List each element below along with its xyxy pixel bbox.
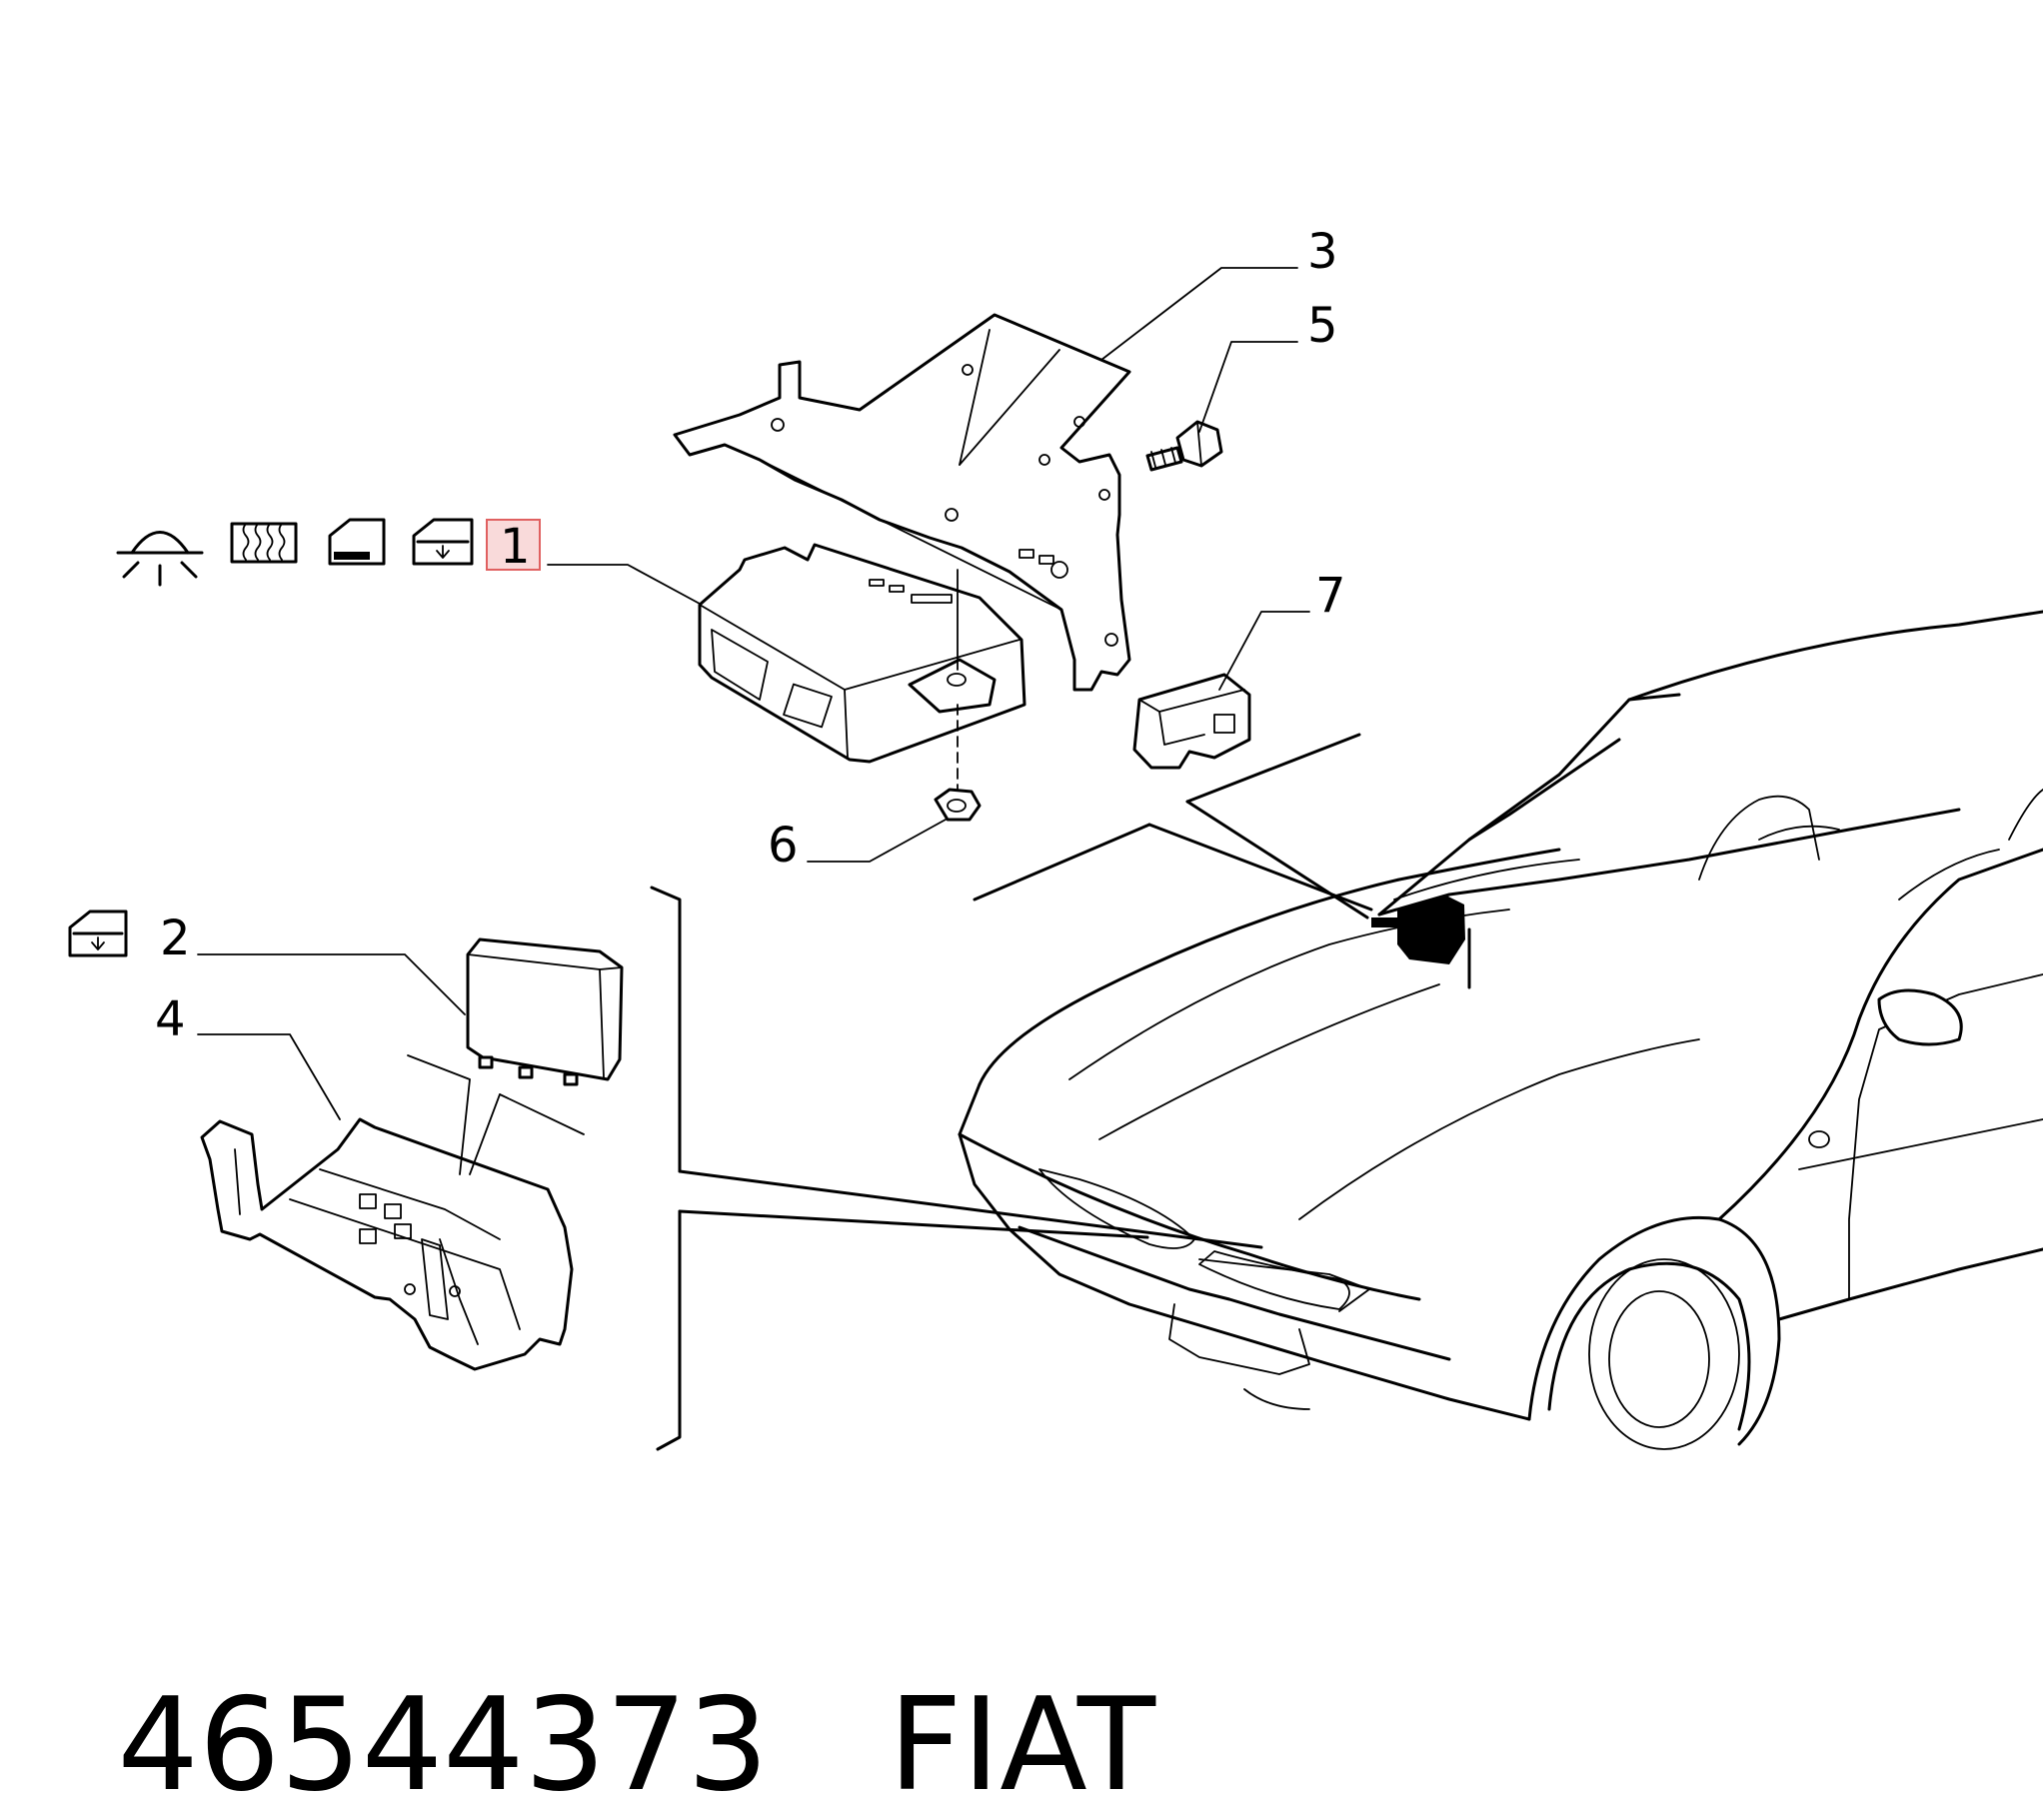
- car-outline: [958, 610, 2043, 1450]
- brand-name: FIAT: [888, 1671, 1156, 1820]
- power-window-icon: [412, 518, 474, 566]
- bracket-part-3: [673, 313, 1131, 692]
- bracket-part-4: [200, 1117, 574, 1371]
- callout-3: 3: [1307, 224, 1338, 280]
- callout-6: 6: [768, 818, 799, 874]
- leader-lines: [197, 267, 1310, 1120]
- section-bracket: [650, 733, 1373, 1451]
- callout-4: 4: [155, 991, 186, 1047]
- door-lock-icon: [328, 518, 386, 566]
- nut-part-6: [934, 788, 982, 822]
- callout-2: 2: [160, 910, 191, 966]
- callout-1-highlight: [486, 519, 541, 571]
- callout-5: 5: [1307, 298, 1338, 354]
- part-number: 46544373: [117, 1671, 769, 1820]
- power-window-icon: [68, 910, 128, 957]
- control-unit-part-1: [698, 543, 1026, 791]
- rear-defroster-icon: [230, 522, 298, 564]
- installed-unit-marker: [1371, 895, 1471, 989]
- relay-part-2: [466, 937, 624, 1086]
- connector-part-7: [1132, 673, 1251, 770]
- callout-1: 1: [500, 519, 531, 575]
- dome-light-icon: [116, 531, 204, 587]
- screw-part-5: [1145, 420, 1223, 472]
- callout-7: 7: [1315, 568, 1346, 624]
